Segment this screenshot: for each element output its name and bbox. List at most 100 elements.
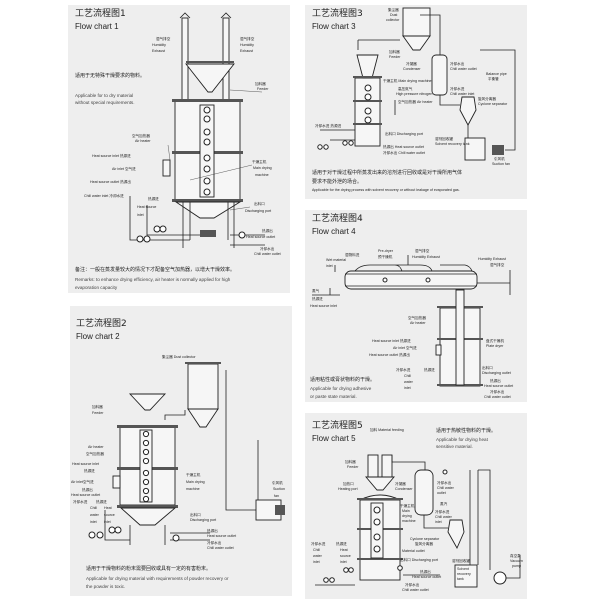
fc4-label: Humidity Exhaust — [412, 255, 440, 259]
fc1-remark-en: evaporation capacity — [75, 285, 118, 290]
fc5-label: Condenser — [395, 487, 413, 491]
fc4-label: 盘式干燥机 — [486, 338, 504, 343]
fc1-description-cn: 适用于无特殊干燥要求的物料。 — [75, 72, 145, 79]
fc5-label: 冷却水进 — [435, 509, 450, 514]
fc4-label: Heat source outlet — [484, 384, 513, 388]
fc4-label: Air heater — [410, 321, 426, 325]
fc2-label: 热源进 — [84, 468, 95, 473]
fc1-description-en: without special requirements. — [75, 100, 135, 105]
fc5-label: 加料器 — [345, 459, 356, 464]
fc4-label: Chill — [404, 374, 411, 378]
flow-chart-4-panel — [305, 210, 527, 402]
fc3-label: 热源出 Heat source outlet — [383, 144, 424, 149]
fc5-label: outlet — [437, 491, 446, 495]
fc4-label: 湿物料进 — [345, 252, 360, 257]
fc3-description-cn: 要求不能外泄的场合。 — [312, 178, 362, 185]
fc5-label: inlet — [313, 560, 320, 564]
fc4-label: 冷却水出 — [490, 389, 505, 394]
fc1-label: 湿气排空 — [240, 36, 255, 41]
fc3-title-en: Flow chart 3 — [312, 22, 356, 31]
flow-chart-2: 工艺流程图2 Flow chart 2 集尘器 Dust — [71, 317, 285, 589]
fc3-label: 冷却水出 — [450, 61, 465, 66]
fc2-label: machine — [186, 487, 200, 491]
fc1-label: Heat source outlet 热源出 — [90, 179, 131, 184]
fc2-label: Air heater — [88, 445, 104, 449]
fc2-label: Discharging port — [190, 518, 216, 522]
fc5-label: 热源进 — [336, 541, 347, 546]
fc1-label: 热源进 — [148, 196, 159, 201]
fc1-label: Humidity — [240, 43, 254, 47]
fc4-label: 出料口 — [482, 365, 493, 370]
flow-chart-2-panel — [70, 306, 292, 596]
fc3-description-cn: 适用于对干燥过程中所蒸发出来的溶剂进行回收或是对干燥所用气体 — [312, 169, 462, 176]
fc1-label: Chill water outlet — [254, 252, 281, 256]
fc4-label: Plate dryer — [486, 344, 504, 348]
fc5-description-cn: 适用于热敏性物料的干燥。 — [436, 427, 496, 434]
fc3-label: 冷却水进 — [450, 86, 465, 91]
fc2-label: 热源进 — [96, 499, 107, 504]
fc2-label: 集尘器 Dust collector — [162, 354, 196, 359]
fc5-label: tank — [457, 577, 464, 581]
fc5-label: drying — [402, 514, 412, 518]
fc2-description-en: Applicable for drying material with requ… — [86, 576, 229, 581]
fc3-label: 集尘器 — [388, 7, 399, 12]
fc3-label: Chill water inlet — [450, 92, 474, 96]
fc4-label: 热源出 — [490, 378, 501, 383]
fc4-label: Air inlet 空气进 — [393, 345, 417, 350]
fc1-label: 湿气排空 — [156, 36, 171, 41]
fc1-label: 热源出 — [262, 228, 273, 233]
fc5-label: 加热口 — [343, 481, 354, 486]
fc4-title-cn: 工艺流程图4 — [312, 212, 363, 224]
fc2-label: 加料器 — [92, 404, 103, 409]
fc3-label: Feeder — [389, 55, 401, 59]
fc5-label: water — [313, 554, 323, 558]
fc3-label: Solvent recovery tank — [435, 142, 470, 146]
fc1-label: Humidity — [152, 43, 166, 47]
fc3-label: collector — [386, 18, 400, 22]
fc5-label: Main — [402, 509, 410, 513]
fc5-title-cn: 工艺流程图5 — [312, 419, 363, 431]
fc4-label: Discharging outlet — [482, 371, 511, 375]
fc4-label: Heat source inlet 热源进 — [372, 338, 411, 343]
fc3-label: Dust — [390, 13, 397, 17]
fc2-label: 干燥主机 — [186, 472, 201, 477]
fc3-label: 冷却水进 热源进 — [315, 123, 342, 128]
fc5-label: machine — [402, 519, 416, 523]
fc3-label: Balance pipe — [486, 72, 507, 76]
fc5-label: 干燥主机 — [400, 503, 415, 508]
fc1-label: machine — [255, 173, 269, 177]
fc1-label: Exhaust — [152, 49, 165, 53]
fc4-label: 热源进 — [312, 296, 323, 301]
fc1-label: Air inlet 空气进 — [112, 166, 136, 171]
fc2-title-cn: 工艺流程图2 — [76, 317, 127, 329]
fc3-label: 溶剂回收罐 — [435, 136, 453, 141]
fc4-label: 湿气排空 — [490, 262, 505, 267]
fc5-label: Heat source outlet — [412, 575, 441, 579]
fc3-label: 冷却水出 Chill water outlet — [383, 150, 425, 155]
fc5-label: Chill water outlet — [402, 588, 429, 592]
fc5-label: 热源出 — [420, 569, 431, 574]
fc5-label: 出料口 Discharging port — [400, 557, 438, 562]
fc1-label: 干燥主机 — [252, 159, 267, 164]
fc2-label: Air inlet空气进 — [71, 479, 94, 484]
fc5-label: 加料 Material feeding — [370, 427, 404, 432]
fc5-label: 冷却水进 — [311, 541, 326, 546]
fc4-title-en: Flow chart 4 — [312, 227, 356, 236]
fc1-label: Discharging port — [245, 209, 271, 213]
fc2-label: Heat — [104, 506, 112, 510]
fc4-label: Heat source outlet 热源出 — [369, 352, 410, 357]
fc5-label: 真空泵 — [510, 553, 521, 558]
fc2-label: source — [104, 513, 115, 517]
fc3-label: 加料器 — [389, 49, 400, 54]
fc5-label: 溶剂回收罐 — [452, 558, 470, 563]
fc4-label: Pre-dryer — [378, 249, 394, 253]
fc2-label: 冷却水出 — [207, 540, 222, 545]
fc3-label: 出料口 Discharging port — [385, 131, 423, 136]
fc3-label: 平衡管 — [488, 76, 499, 81]
fc5-title-en: Flow chart 5 — [312, 434, 356, 443]
fc4-label: 蒸气 — [312, 288, 320, 293]
fc1-label: Air heater — [135, 139, 151, 143]
fc1-label: Main drying — [253, 166, 272, 170]
fc3-label: Condenser — [403, 67, 421, 71]
